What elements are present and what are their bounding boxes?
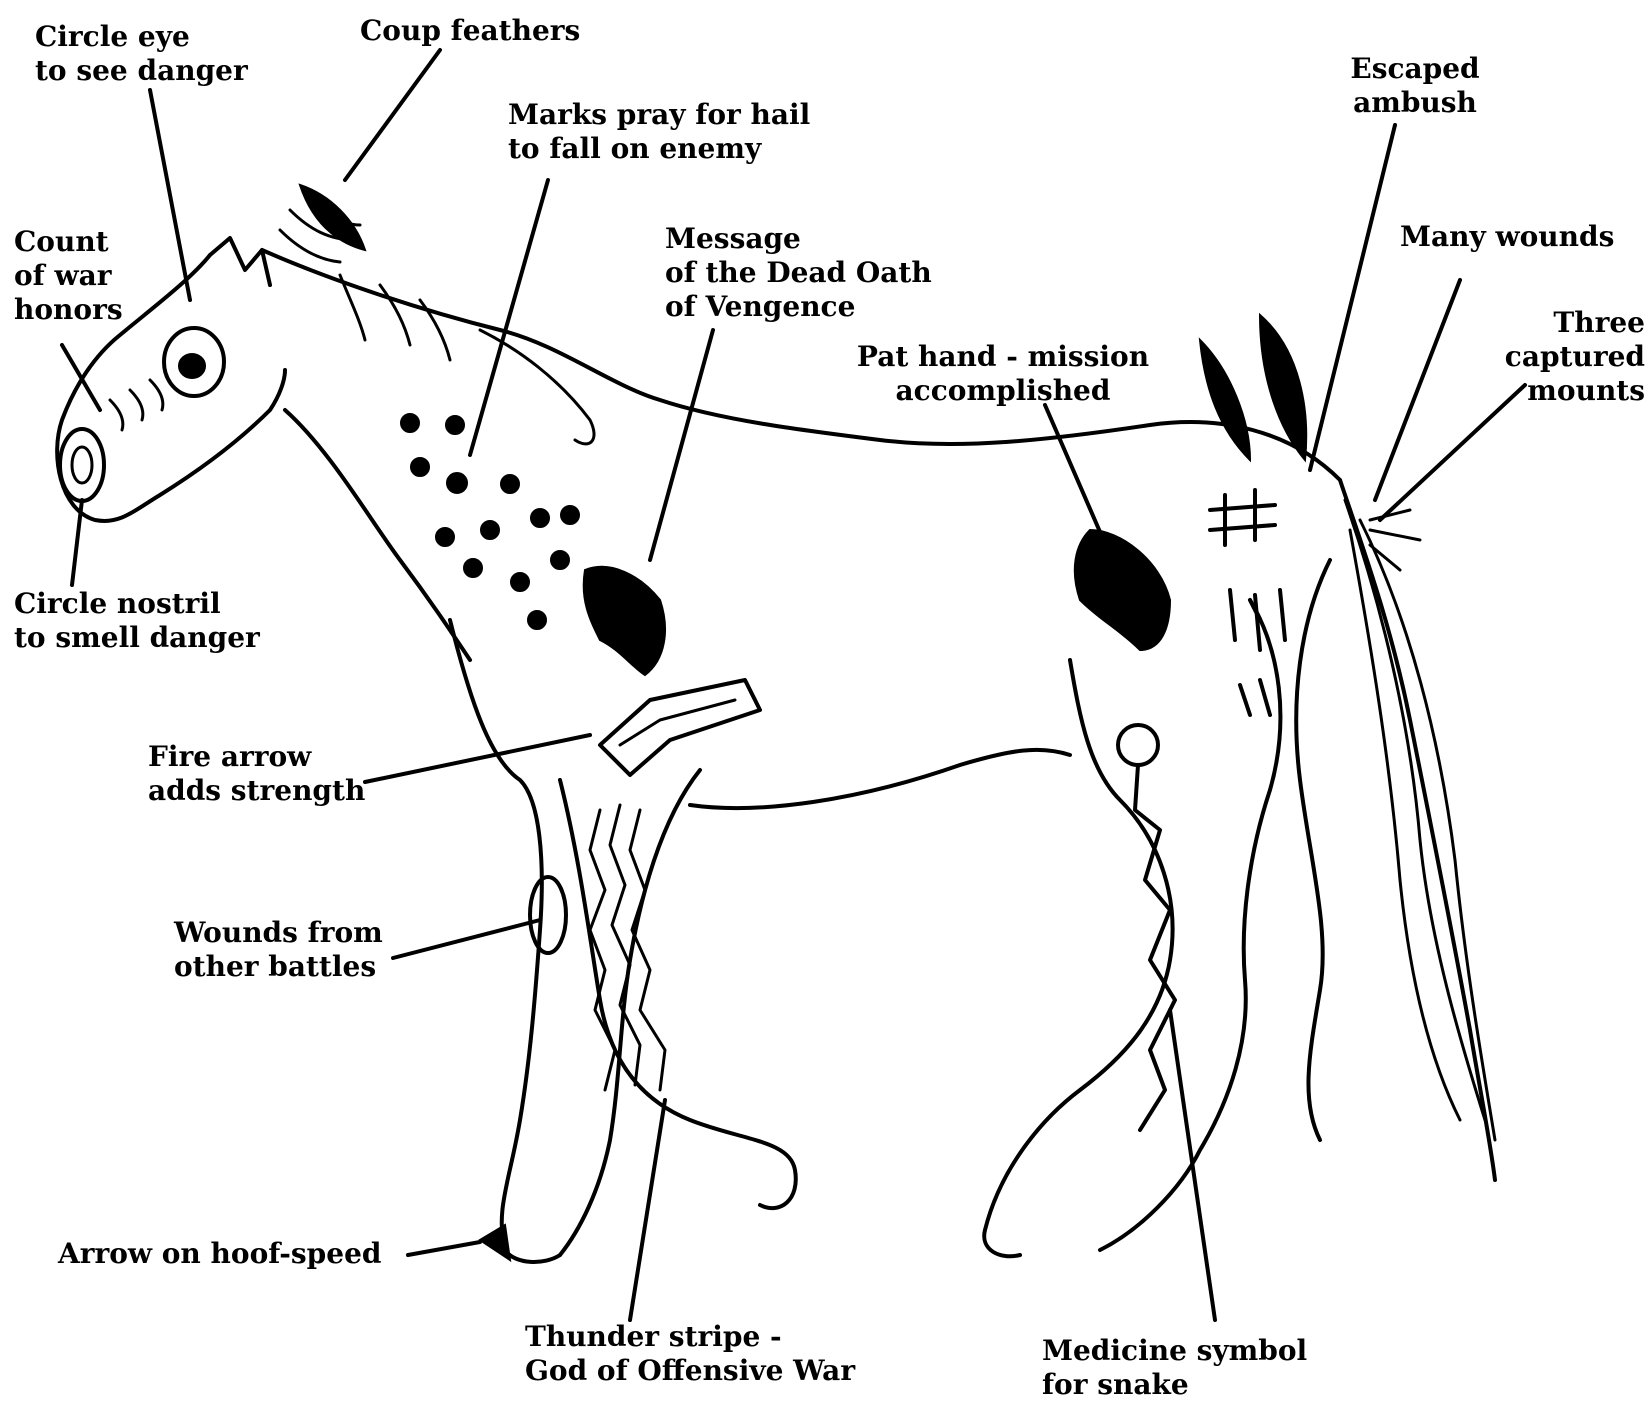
label-three-captured-mounts: Three captured mounts	[1480, 306, 1645, 408]
label-count-war-honors: Count of war honors	[14, 225, 123, 327]
label-pat-hand: Pat hand - mission accomplished	[838, 340, 1168, 408]
label-arrow-on-hoof: Arrow on hoof-speed	[58, 1237, 381, 1271]
label-medicine-symbol: Medicine symbol for snake	[1042, 1334, 1307, 1402]
label-fire-arrow: Fire arrow adds strength	[148, 740, 365, 808]
label-circle-eye: Circle eye to see danger	[35, 20, 248, 88]
label-circle-nostril: Circle nostril to smell danger	[14, 587, 260, 655]
label-thunder-stripe: Thunder stripe - God of Offensive War	[525, 1320, 855, 1388]
label-message-dead-oath: Message of the Dead Oath of Vengence	[665, 222, 932, 324]
label-marks-pray: Marks pray for hail to fall on enemy	[508, 98, 810, 166]
label-escaped-ambush: Escaped ambush	[1340, 52, 1490, 120]
label-many-wounds: Many wounds	[1400, 220, 1614, 254]
label-coup-feathers: Coup feathers	[360, 14, 580, 48]
label-wounds-other-battles: Wounds from other battles	[174, 916, 383, 984]
body-symbols	[110, 380, 1285, 1260]
